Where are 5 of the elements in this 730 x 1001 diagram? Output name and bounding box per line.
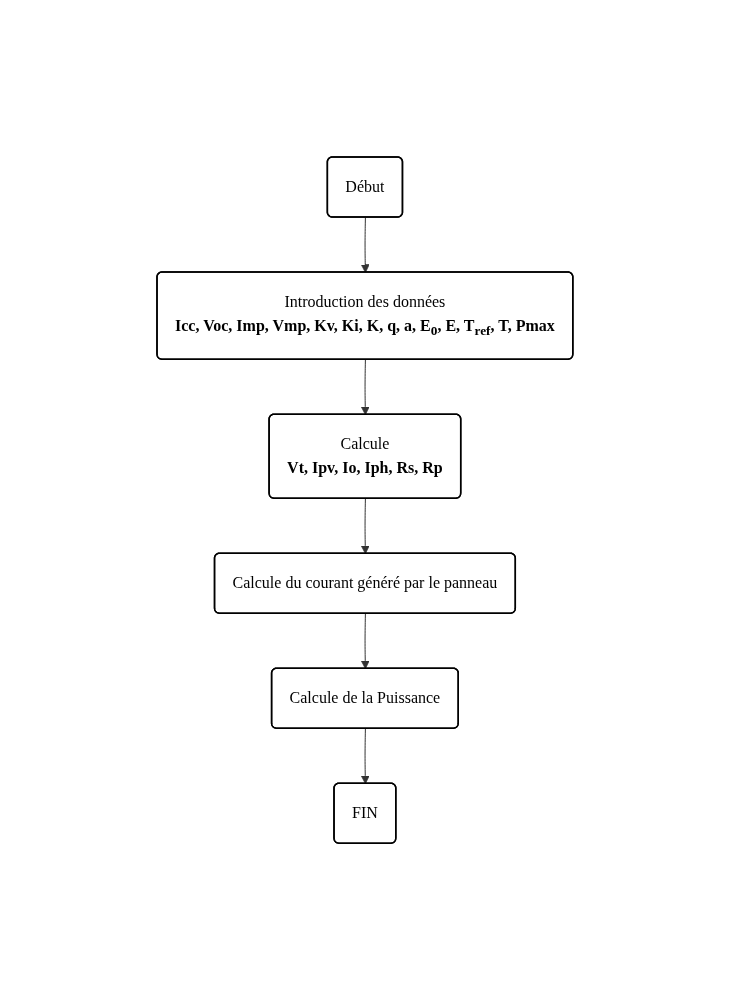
arrow [360, 217, 370, 274]
arrow [360, 728, 370, 785]
arrow [360, 613, 370, 670]
arrow [360, 359, 370, 416]
arrow [360, 498, 370, 555]
